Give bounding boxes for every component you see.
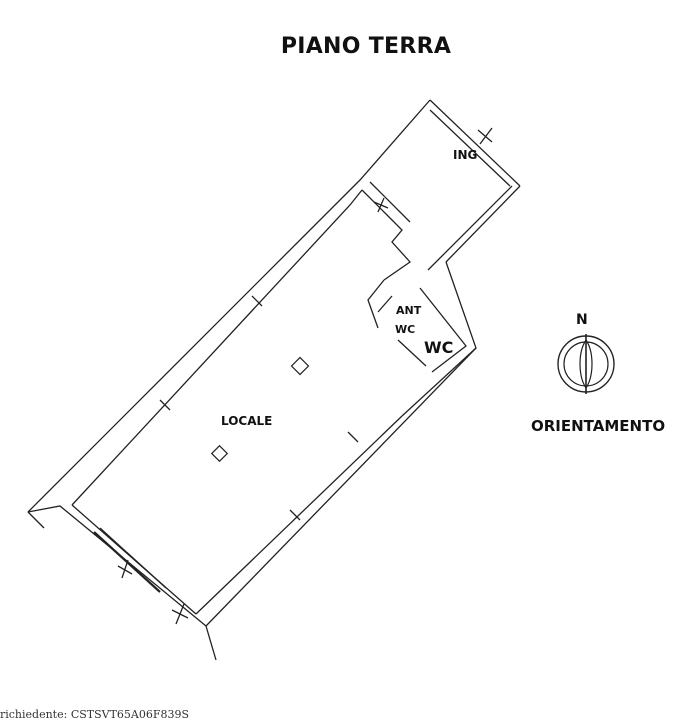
room-label-ing: ING [453, 148, 478, 162]
outer-wall-left [27, 99, 431, 513]
compass-north-label: N [576, 312, 588, 328]
door-mark-ing [477, 127, 493, 145]
door-mark-bottom-2 [171, 603, 189, 625]
inner-wall-right-ing [427, 185, 513, 271]
room-label-locale: LOCALE [221, 414, 273, 428]
diamond-marker-1 [290, 356, 310, 376]
room-label-antiwc-2: WC [395, 323, 416, 336]
inner-wall-top [429, 109, 511, 187]
room-label-antiwc-1: ANT [396, 304, 422, 317]
door-mark-partition [373, 197, 389, 213]
footer-applicant: richiedente: CSTSVT65A06F839S [0, 708, 190, 721]
outer-wall-bottom [27, 505, 207, 627]
outer-wall-right [205, 347, 477, 627]
page-title: PIANO TERRA [280, 34, 452, 59]
door-mark-bottom-1 [117, 559, 133, 579]
diamond-marker-2 [210, 444, 229, 463]
room-label-wc: WC [424, 338, 454, 357]
inner-wall-left [71, 189, 363, 506]
north-compass-icon [557, 334, 615, 394]
outer-wall-right-ing [445, 185, 521, 263]
outer-wall-top [429, 99, 521, 187]
partition-locale-ing [361, 189, 411, 281]
compass-orientation-label: ORIENTAMENTO [531, 417, 666, 435]
inner-wall-right [195, 415, 403, 615]
